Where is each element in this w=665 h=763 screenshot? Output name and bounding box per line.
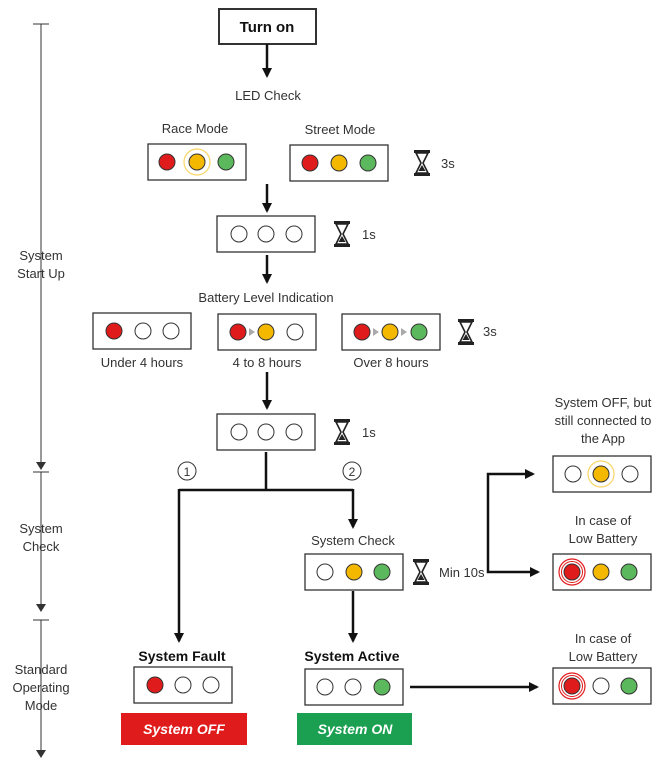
- race-yellow-led: [188, 153, 206, 171]
- branch-two-marker: [342, 461, 362, 481]
- low-battery-green-led: [620, 677, 638, 695]
- battery-over8-label: Over 8 hours: [353, 355, 429, 370]
- off-led: [316, 563, 334, 581]
- low-battery-red-glow: [561, 675, 583, 697]
- active-green-led: [373, 678, 391, 696]
- phase-standard-line1: Standard: [15, 662, 68, 677]
- low-battery-a-line2: Low Battery: [569, 531, 638, 546]
- system-fault-label: System Fault: [138, 648, 225, 664]
- low-battery-b-line1: In case of: [575, 631, 632, 646]
- hourglass-icon: [334, 221, 350, 247]
- low-battery-yellow-led: [592, 563, 610, 581]
- off-led: [285, 423, 303, 441]
- phase-startup-line1: System: [19, 248, 62, 263]
- low-battery-red-glow: [561, 561, 583, 583]
- timeline-arrowhead: [36, 604, 46, 612]
- timer-3s-label: 3s: [483, 324, 497, 339]
- battery-4to8-label: 4 to 8 hours: [233, 355, 302, 370]
- sequence-arrow-icon: [249, 328, 255, 336]
- battery-yellow-led: [381, 323, 399, 341]
- off-led: [134, 322, 152, 340]
- branch-one-marker: [177, 461, 197, 481]
- hourglass-icon: [458, 319, 474, 345]
- battery-green-led: [410, 323, 428, 341]
- off-led: [344, 678, 362, 696]
- off-led: [257, 423, 275, 441]
- app-connected-line1: System OFF, but: [555, 395, 652, 410]
- off-led: [230, 423, 248, 441]
- system-off-badge: [121, 713, 247, 745]
- sequence-arrow-icon: [373, 328, 379, 336]
- off-led: [564, 465, 582, 483]
- timeline-arrowhead: [36, 750, 46, 758]
- street-mode-label: Street Mode: [305, 122, 376, 137]
- low-battery-green-led: [620, 563, 638, 581]
- system-off-text: System OFF: [143, 721, 225, 737]
- off-led: [162, 322, 180, 340]
- phase-standard-line2: Operating: [12, 680, 69, 695]
- off-led: [285, 225, 303, 243]
- off-led: [316, 678, 334, 696]
- off-led: [621, 465, 639, 483]
- off-led: [202, 676, 220, 694]
- low-battery-b-line2: Low Battery: [569, 649, 638, 664]
- branch-two-number: 2: [349, 465, 356, 479]
- hourglass-icon: [414, 150, 430, 176]
- off-led: [174, 676, 192, 694]
- sequence-arrow-icon: [401, 328, 407, 336]
- arrow-check-to-app-connected: [486, 469, 535, 574]
- battery-under4-label: Under 4 hours: [101, 355, 184, 370]
- app-yellow-glow: [587, 460, 615, 488]
- battery-red-led: [105, 322, 123, 340]
- timer-1s-label: 1s: [362, 227, 376, 242]
- system-on-badge: [297, 713, 412, 745]
- low-battery-red-led: [563, 677, 581, 695]
- phase-standard-line3: Mode: [25, 698, 58, 713]
- timeline-arrowhead: [36, 462, 46, 470]
- off-led: [592, 677, 610, 695]
- street-green-led: [359, 154, 377, 172]
- timer-1s-label: 1s: [362, 425, 376, 440]
- system-check-label: System Check: [311, 533, 395, 548]
- timer-3s-label: 3s: [441, 156, 455, 171]
- turn-on-label: Turn on: [240, 19, 295, 36]
- app-connected-line2: still connected to: [555, 413, 652, 428]
- race-mode-label: Race Mode: [162, 121, 228, 136]
- phase-check-line1: System: [19, 521, 62, 536]
- street-yellow-led: [330, 154, 348, 172]
- app-connected-line3: the App: [581, 431, 625, 446]
- off-led: [286, 323, 304, 341]
- battery-level-title: Battery Level Indication: [198, 290, 333, 305]
- check-yellow-led: [345, 563, 363, 581]
- street-red-led: [301, 154, 319, 172]
- timer-min10s-label: Min 10s: [439, 565, 485, 580]
- system-on-text: System ON: [318, 721, 394, 737]
- hourglass-icon: [413, 559, 429, 585]
- hourglass-icon: [334, 419, 350, 445]
- low-battery-red-glow: [558, 558, 586, 586]
- race-red-led: [158, 153, 176, 171]
- app-yellow-led: [592, 465, 610, 483]
- phase-check-line2: Check: [23, 539, 60, 554]
- led-check-label: LED Check: [235, 88, 301, 103]
- branch-lines: [179, 452, 353, 492]
- low-battery-a-line1: In case of: [575, 513, 632, 528]
- low-battery-red-led: [563, 563, 581, 581]
- off-led: [257, 225, 275, 243]
- battery-yellow-led: [257, 323, 275, 341]
- off-led: [230, 225, 248, 243]
- phase-timeline: System Start Up System Check Standard Op…: [12, 23, 70, 758]
- fault-red-led: [146, 676, 164, 694]
- check-green-led: [373, 563, 391, 581]
- race-yellow-glow: [183, 148, 211, 176]
- battery-red-led: [229, 323, 247, 341]
- phase-startup-line2: Start Up: [17, 266, 65, 281]
- branch-one-number: 1: [184, 465, 191, 479]
- low-battery-red-glow: [558, 672, 586, 700]
- system-active-label: System Active: [304, 648, 399, 664]
- race-green-led: [217, 153, 235, 171]
- battery-red-led: [353, 323, 371, 341]
